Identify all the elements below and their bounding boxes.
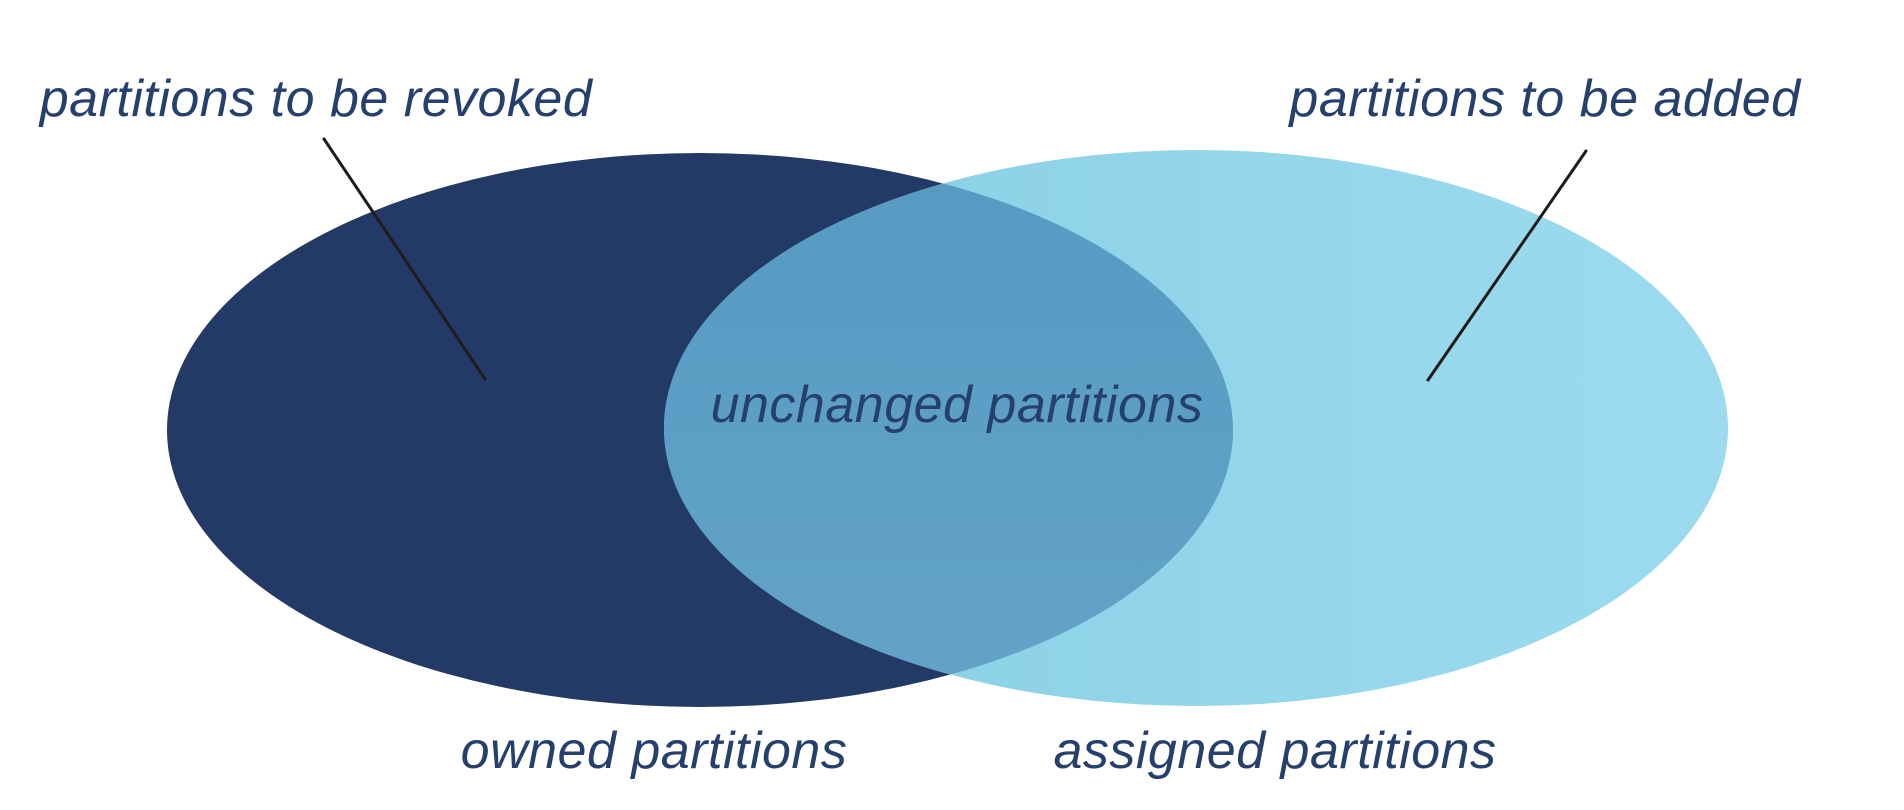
intersection-region bbox=[664, 153, 1233, 706]
label-unchanged-partitions: unchanged partitions bbox=[710, 376, 1204, 434]
label-assigned-partitions: assigned partitions bbox=[1053, 722, 1497, 780]
added-leader-line bbox=[1426, 149, 1588, 382]
label-partitions-to-be-revoked: partitions to be revoked bbox=[39, 70, 593, 128]
revoked-leader-line bbox=[322, 137, 487, 381]
label-owned-partitions: owned partitions bbox=[460, 722, 848, 780]
label-partitions-to-be-added: partitions to be added bbox=[1289, 70, 1801, 128]
